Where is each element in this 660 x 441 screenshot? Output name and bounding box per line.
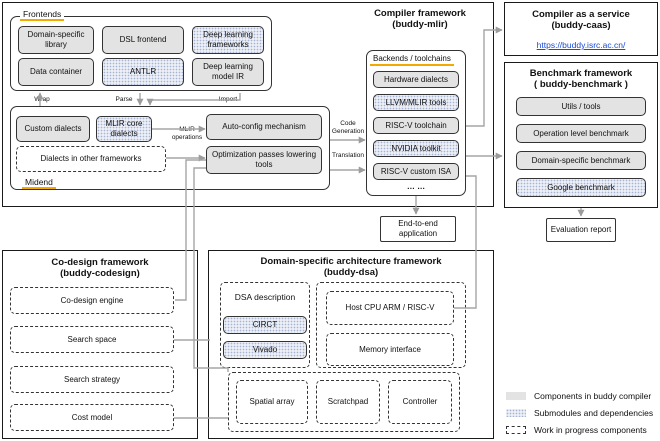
dsa-vivado: Vivado	[223, 341, 307, 359]
legend-submodules-text: Submodules and dependencies	[534, 408, 654, 418]
dsa-title-line1: Domain-specific architecture framework	[260, 256, 442, 267]
translation-label: Translation	[332, 152, 364, 159]
compiler-framework-title: Compiler framework (buddy-mlir)	[350, 8, 490, 31]
edge-wrap-label: Wrap	[34, 96, 50, 103]
dsa-scratchpad: Scratchpad	[316, 380, 380, 424]
frontend-deep-learning-frameworks: Deep learning frameworks	[192, 26, 264, 54]
codesign-cost-model: Cost model	[10, 404, 174, 431]
frontend-data-container: Data container	[18, 58, 94, 86]
benchmark-title: Benchmark framework ( buddy-benchmark )	[504, 68, 658, 91]
legend-submodules: Submodules and dependencies	[506, 408, 653, 418]
codesign-title: Co-design framework (buddy-codesign)	[2, 257, 198, 280]
benchmark-operation-level: Operation level benchmark	[516, 124, 646, 143]
midend-optimization-passes: Optimization passes lowering tools	[206, 146, 322, 174]
codesign-search-strategy: Search strategy	[10, 366, 174, 393]
dsa-title-line2: (buddy-dsa)	[323, 267, 379, 279]
caas-title-line2: (buddy-caas)	[551, 20, 611, 32]
edge-import-label: Import	[218, 96, 238, 103]
evaluation-report: Evaluation report	[546, 218, 616, 242]
midend-other-dialects: Dialects in other frameworks	[16, 146, 166, 172]
backends-tag: Backends / toolchains	[370, 54, 454, 66]
backend-riscv-custom-isa: RISC-V custom ISA	[373, 163, 459, 180]
backend-llvm-mlir-tools: LLVM/MLIR tools	[373, 94, 459, 111]
frontend-domain-specific-library: Domain-specific library	[18, 26, 94, 54]
compiler-title-line1: Compiler framework	[374, 8, 466, 19]
dsa-spatial-array: Spatial array	[236, 380, 308, 424]
backend-hardware-dialects: Hardware dialects	[373, 71, 459, 88]
legend-components-text: Components in buddy compiler	[534, 391, 652, 401]
frontend-antlr: ANTLR	[102, 58, 184, 86]
benchmark-google: Google benchmark	[516, 178, 646, 197]
legend-wip: Work in progress components	[506, 425, 647, 435]
frontends-tag: Frontends	[20, 9, 65, 22]
benchmark-domain-specific: Domain-specific benchmark	[516, 151, 646, 170]
caas-title: Compiler as a service (buddy-caas)	[504, 9, 658, 32]
caas-frame	[504, 2, 658, 56]
dsa-host-cpu: Host CPU ARM / RISC-V	[326, 291, 454, 325]
midend-auto-config: Auto-config mechanism	[206, 114, 322, 140]
codesign-engine: Co-design engine	[10, 287, 174, 314]
frontend-dsl: DSL frontend	[102, 26, 184, 54]
edge-parse-label: Parse	[115, 96, 133, 103]
backends-ellipsis: … …	[406, 182, 426, 191]
dsa-controller: Controller	[388, 380, 452, 424]
frontend-dl-model-ir: Deep learning model IR	[192, 58, 264, 86]
midend-mlir-core-dialects: MLIR core dialects	[96, 116, 152, 142]
dsa-memory-interface: Memory interface	[326, 333, 454, 366]
codesign-title-line1: Co-design framework	[51, 257, 149, 268]
legend-wip-swatch	[506, 426, 526, 434]
legend-components-swatch	[506, 392, 526, 400]
dsa-circt: CIRCT	[223, 316, 307, 334]
dsa-title: Domain-specific architecture framework (…	[208, 256, 494, 279]
dsa-description-label: DSA description	[234, 292, 296, 302]
legend-components: Components in buddy compiler	[506, 391, 651, 401]
midend-tag: Midend	[22, 177, 56, 190]
codesign-search-space: Search space	[10, 326, 174, 353]
legend-wip-text: Work in progress components	[534, 425, 647, 435]
backend-nvidia-toolkit: NVIDIA toolkit	[373, 140, 459, 157]
mlir-operations-label: MLIR operations	[171, 126, 203, 141]
benchmark-utils-tools: Utils / tools	[516, 97, 646, 116]
caas-url-link[interactable]: https://buddy.isrc.ac.cn/	[536, 40, 626, 50]
end-to-end-application: End-to-end application	[380, 216, 456, 242]
compiler-title-line2: (buddy-mlir)	[392, 19, 448, 31]
backend-riscv-toolchain: RISC-V toolchain	[373, 117, 459, 134]
midend-custom-dialects: Custom dialects	[16, 116, 90, 142]
code-generation-label: Code Generation	[331, 120, 365, 135]
benchmark-title-line1: Benchmark framework	[529, 68, 633, 79]
caas-url-wrap: https://buddy.isrc.ac.cn/	[504, 35, 658, 53]
caas-title-line1: Compiler as a service	[532, 9, 630, 20]
codesign-title-line2: (buddy-codesign)	[60, 268, 140, 280]
legend-submodules-swatch	[506, 409, 526, 417]
benchmark-title-line2: ( buddy-benchmark )	[534, 79, 628, 91]
